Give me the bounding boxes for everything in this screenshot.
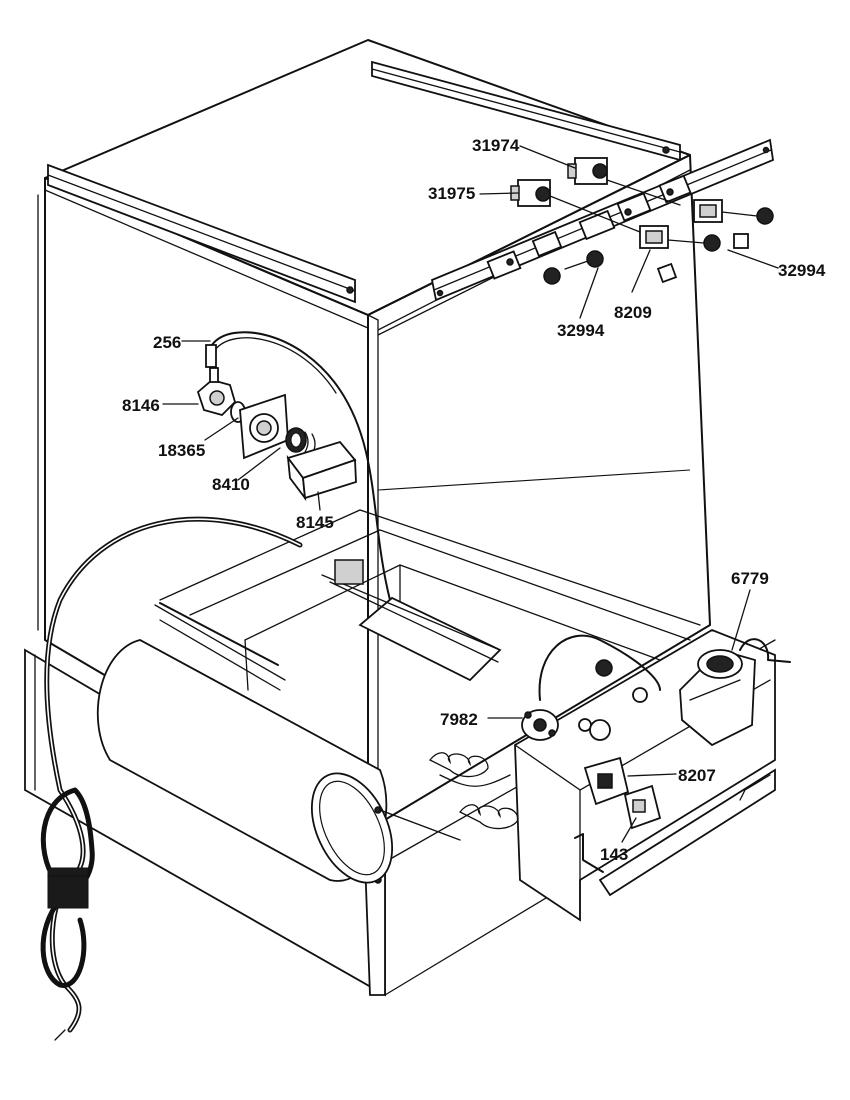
label-32994-right: 32994 (778, 261, 826, 280)
top-left-rail (47, 163, 356, 304)
label-8207: 8207 (678, 766, 716, 785)
water-tank (96, 602, 461, 884)
label-6779: 6779 (731, 569, 769, 588)
label-256: 256 (153, 333, 181, 352)
relay-8207 (583, 756, 630, 806)
knobs-and-lamps (543, 179, 774, 285)
leader-lines (162, 145, 779, 843)
label-8209: 8209 (614, 303, 652, 322)
label-8410: 8410 (212, 475, 250, 494)
label-31974: 31974 (472, 136, 520, 155)
label-31975: 31975 (428, 184, 475, 203)
relay-143 (623, 784, 662, 830)
label-7982: 7982 (440, 710, 478, 729)
switch-7982 (521, 709, 559, 741)
control-panel-strip (430, 138, 774, 302)
label-143: 143 (600, 845, 628, 864)
label-8146: 8146 (122, 396, 160, 415)
heater-coils (428, 752, 519, 830)
thermostat-assembly (196, 331, 391, 601)
label-32994-panel: 32994 (557, 321, 605, 340)
callout-labels: 31974 31975 32994 32994 8209 256 8146 18… (122, 136, 826, 864)
switch-31974 (567, 157, 608, 185)
label-18365: 18365 (158, 441, 205, 460)
label-8145: 8145 (296, 513, 334, 532)
power-cord (40, 516, 303, 1041)
timer-6779 (679, 638, 791, 747)
top-back-rail (371, 60, 681, 162)
